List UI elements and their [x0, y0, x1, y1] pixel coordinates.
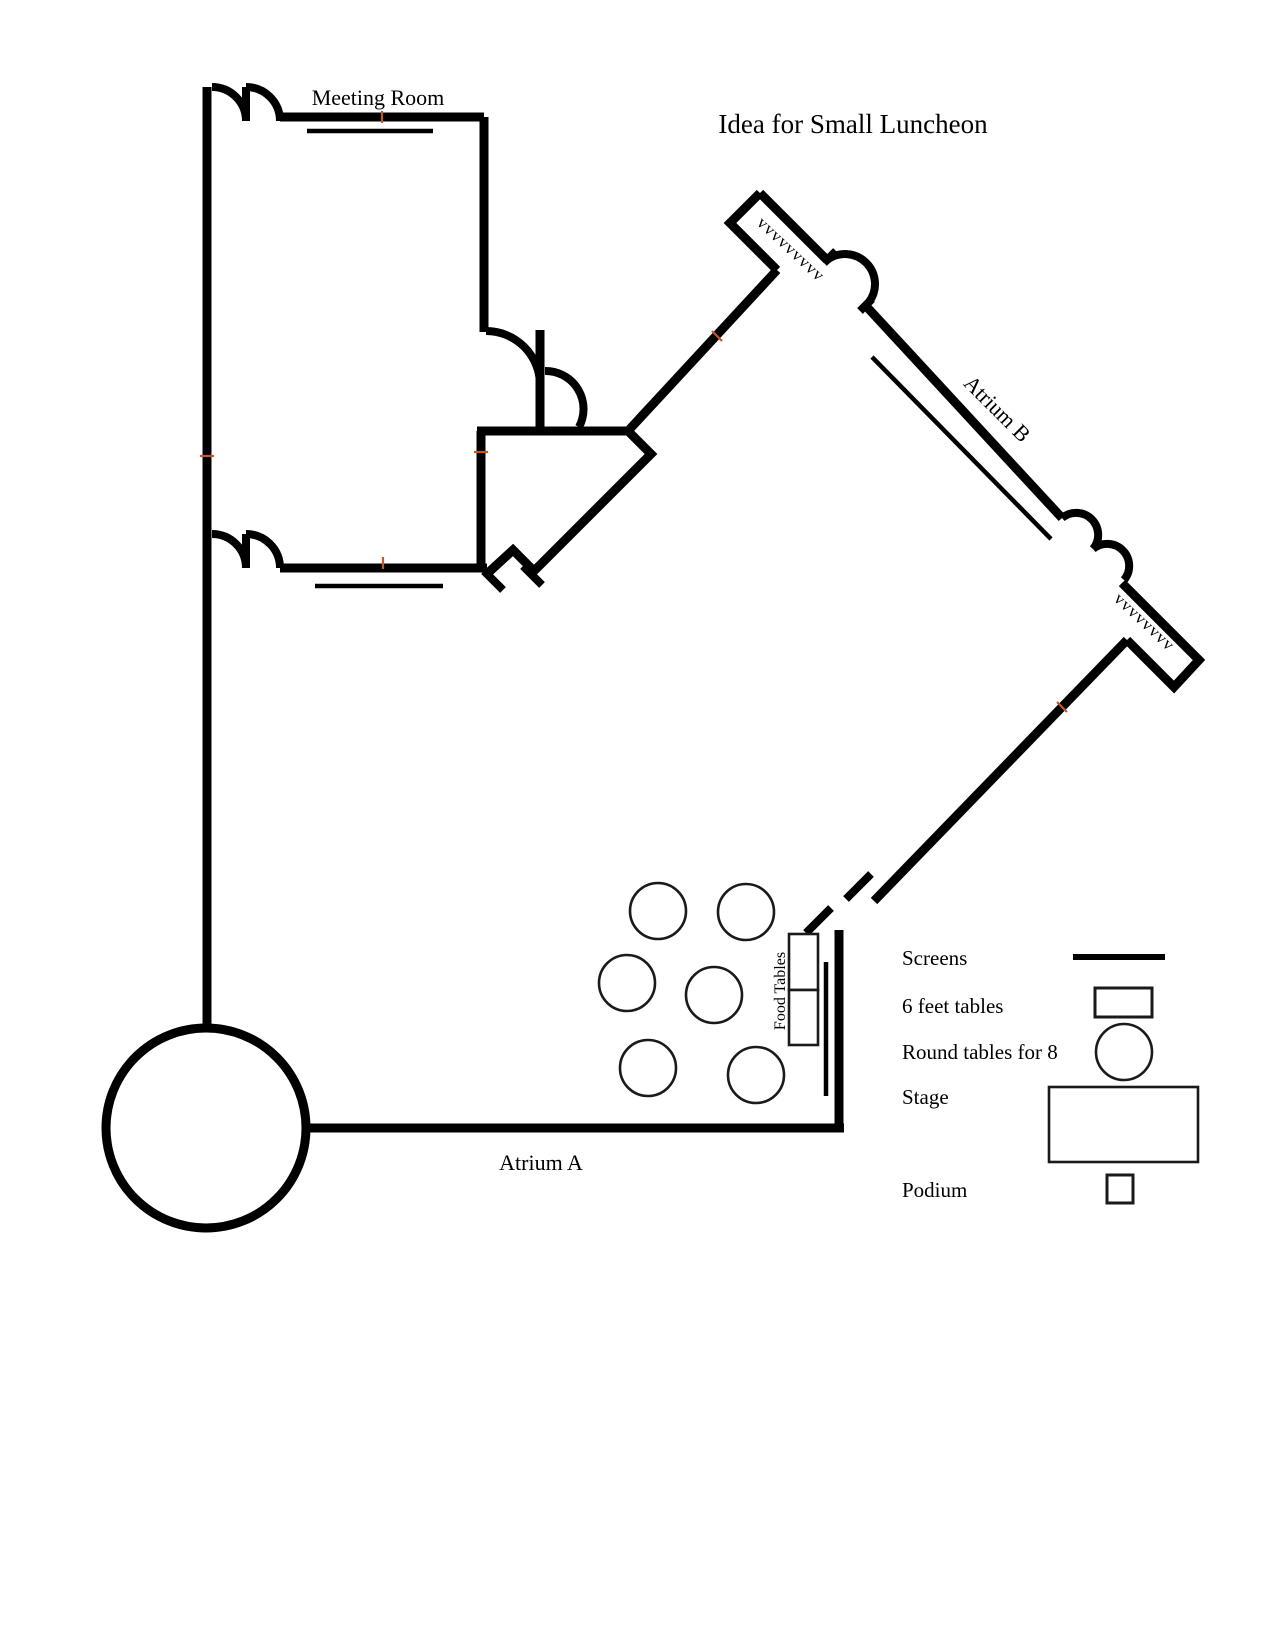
legend-label-stage: Stage [902, 1085, 949, 1109]
door-arc-icon [1059, 508, 1103, 552]
wall-corridor-upper [756, 189, 831, 264]
door-arc-icon [1090, 539, 1134, 583]
anchor-tick-icon [1056, 701, 1068, 713]
door-arc-icon [211, 530, 250, 569]
wall-notch [485, 427, 658, 578]
meeting-room-label: Meeting Room [312, 85, 445, 110]
food-tables-label: Food Tables [772, 952, 789, 1030]
door-arc-icon [544, 366, 588, 429]
door-leaf-icon [803, 905, 834, 936]
wall-corridor-endcap-bottom [1118, 579, 1206, 694]
round-table [684, 965, 744, 1025]
round-table [628, 881, 688, 941]
food-table [787, 988, 820, 1047]
atrium-b-walls [624, 189, 1206, 936]
food-tables [787, 932, 820, 1047]
round-table-icon [1094, 1022, 1154, 1082]
six-foot-table-icon [1093, 986, 1154, 1019]
podium-icon [1105, 1173, 1135, 1205]
wall-corridor-upper [862, 302, 1066, 522]
page-title: Idea for Small Luncheon [718, 109, 988, 139]
door-arc-icon [211, 83, 250, 122]
atrium-b-label: Atrium B [959, 370, 1036, 447]
round-table [618, 1038, 678, 1098]
legend-label-six-feet-tables: 6 feet tables [902, 994, 1003, 1018]
atrium-a-walls [101, 930, 844, 1233]
legend-label-round-tables: Round tables for 8 [902, 1040, 1058, 1064]
screen-line [870, 355, 1053, 541]
door-leaf-icon [520, 563, 545, 588]
door-leaf-icon [481, 568, 506, 593]
door-arc-icon [245, 530, 284, 569]
door-leaf-icon [843, 871, 874, 902]
round-tables [597, 881, 786, 1105]
wall-funnel [624, 266, 781, 435]
door-leaf-icon [857, 296, 875, 314]
anchor-ticks [200, 111, 1068, 713]
meeting-room-walls [202, 83, 658, 1028]
door-arc-icon [245, 83, 284, 122]
legend: Screens 6 feet tables Round tables for 8… [902, 946, 1200, 1205]
door-arc-icon [485, 327, 544, 386]
anchor-tick-icon [711, 330, 723, 342]
atrium-a-label: Atrium A [499, 1150, 583, 1175]
wall-corridor-endcap-top [723, 189, 781, 274]
rotunda-circle [101, 1023, 311, 1233]
door-arc-icon [824, 250, 879, 305]
round-table [716, 882, 776, 942]
food-table [787, 932, 820, 992]
stage-icon [1047, 1085, 1200, 1164]
legend-label-podium: Podium [902, 1178, 967, 1202]
wall-diagonal [870, 636, 1131, 905]
door-leaf-icon [821, 248, 839, 266]
round-table [597, 953, 657, 1013]
legend-label-screens: Screens [902, 946, 967, 970]
round-table [726, 1045, 786, 1105]
